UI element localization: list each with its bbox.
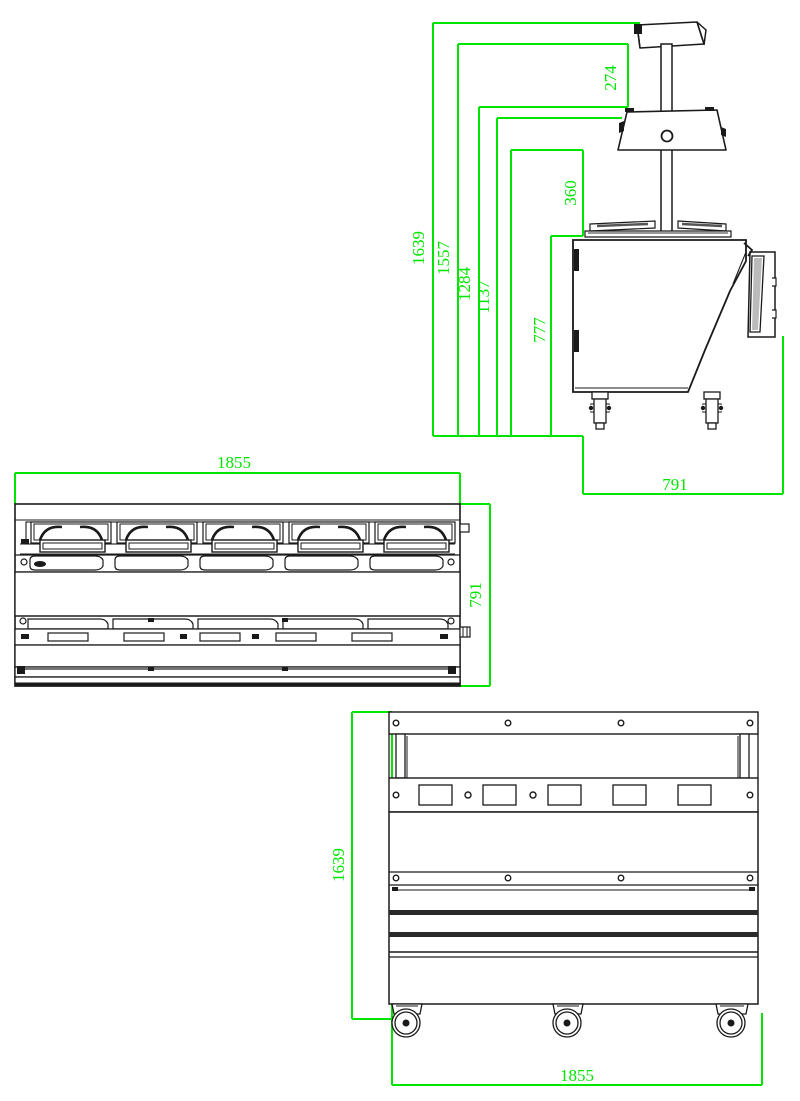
dim-label-1855-top: 1855 xyxy=(217,453,251,472)
side-view-caster-front xyxy=(588,391,612,430)
dim-label-1557-side: 1557 xyxy=(434,241,453,276)
top-view-center-panel xyxy=(14,571,461,617)
display-hinge-block xyxy=(634,24,642,34)
front-view-caster-center xyxy=(552,1003,584,1038)
dim-label-777-side: 777 xyxy=(530,317,549,343)
side-view-side-panel xyxy=(747,251,777,338)
top-view-burner-cell xyxy=(202,521,284,553)
hood-tab-right xyxy=(705,107,714,111)
dim-label-1639-front: 1639 xyxy=(329,848,348,882)
hood-latch-left xyxy=(619,121,624,133)
top-view-burner-cell xyxy=(288,521,370,553)
dim-label-274-side: 274 xyxy=(601,65,620,91)
side-view-deck-shelf xyxy=(584,220,732,238)
front-view-main-body xyxy=(388,811,759,1005)
top-view-dimension-lines xyxy=(14,472,491,687)
display-edge-fold xyxy=(696,21,707,46)
side-view-caster-rear xyxy=(700,391,724,430)
dim-label-791-side: 791 xyxy=(662,475,688,494)
front-view-window-panel xyxy=(388,777,759,813)
dim-label-1639-side: 1639 xyxy=(409,231,428,265)
top-view-burner-cell xyxy=(116,521,198,553)
dim-label-1137-side: 1137 xyxy=(474,280,493,314)
dim-label-1855-front: 1855 xyxy=(560,1066,594,1085)
hood-knob-icon xyxy=(660,129,674,143)
side-view-group: 1639 1557 1284 1137 777 360 274 791 xyxy=(409,21,784,495)
top-view-side-lugs xyxy=(459,523,471,638)
side-view-cabinet-inner-lines xyxy=(572,240,747,392)
dim-label-360-side: 360 xyxy=(561,180,580,206)
dim-label-791-top: 791 xyxy=(466,582,485,608)
top-view-control-strip xyxy=(14,628,461,646)
top-view-burner-cell xyxy=(30,521,112,553)
front-view-caster-left xyxy=(391,1003,423,1038)
front-view-drawer-band xyxy=(389,910,758,915)
front-view-mid-rail xyxy=(389,871,758,891)
front-view-caster-right xyxy=(715,1003,749,1038)
top-view-lower-panel xyxy=(14,644,461,687)
side-panel-bracket xyxy=(743,242,754,257)
hood-latch-right xyxy=(721,127,726,137)
front-view-drawer-bands xyxy=(389,910,758,958)
dim-label-1284-side: 1284 xyxy=(455,267,474,302)
side-view-hood xyxy=(617,109,727,151)
top-view-grate-row xyxy=(15,554,460,573)
top-view-burner-cells xyxy=(30,521,456,553)
hood-tab-left xyxy=(625,108,634,112)
front-view-drawer-band xyxy=(389,932,758,937)
cabinet-hinge-lower xyxy=(574,330,579,352)
side-view-dimension-lines xyxy=(432,22,784,495)
top-view-left-stop xyxy=(21,539,29,544)
cabinet-hinge-upper xyxy=(574,249,579,271)
front-view-top-rail xyxy=(388,711,759,735)
top-view-group: 1855 791 xyxy=(14,453,491,687)
front-view-group: 1639 1855 xyxy=(329,711,763,1086)
top-view-burner-cell xyxy=(374,521,456,553)
